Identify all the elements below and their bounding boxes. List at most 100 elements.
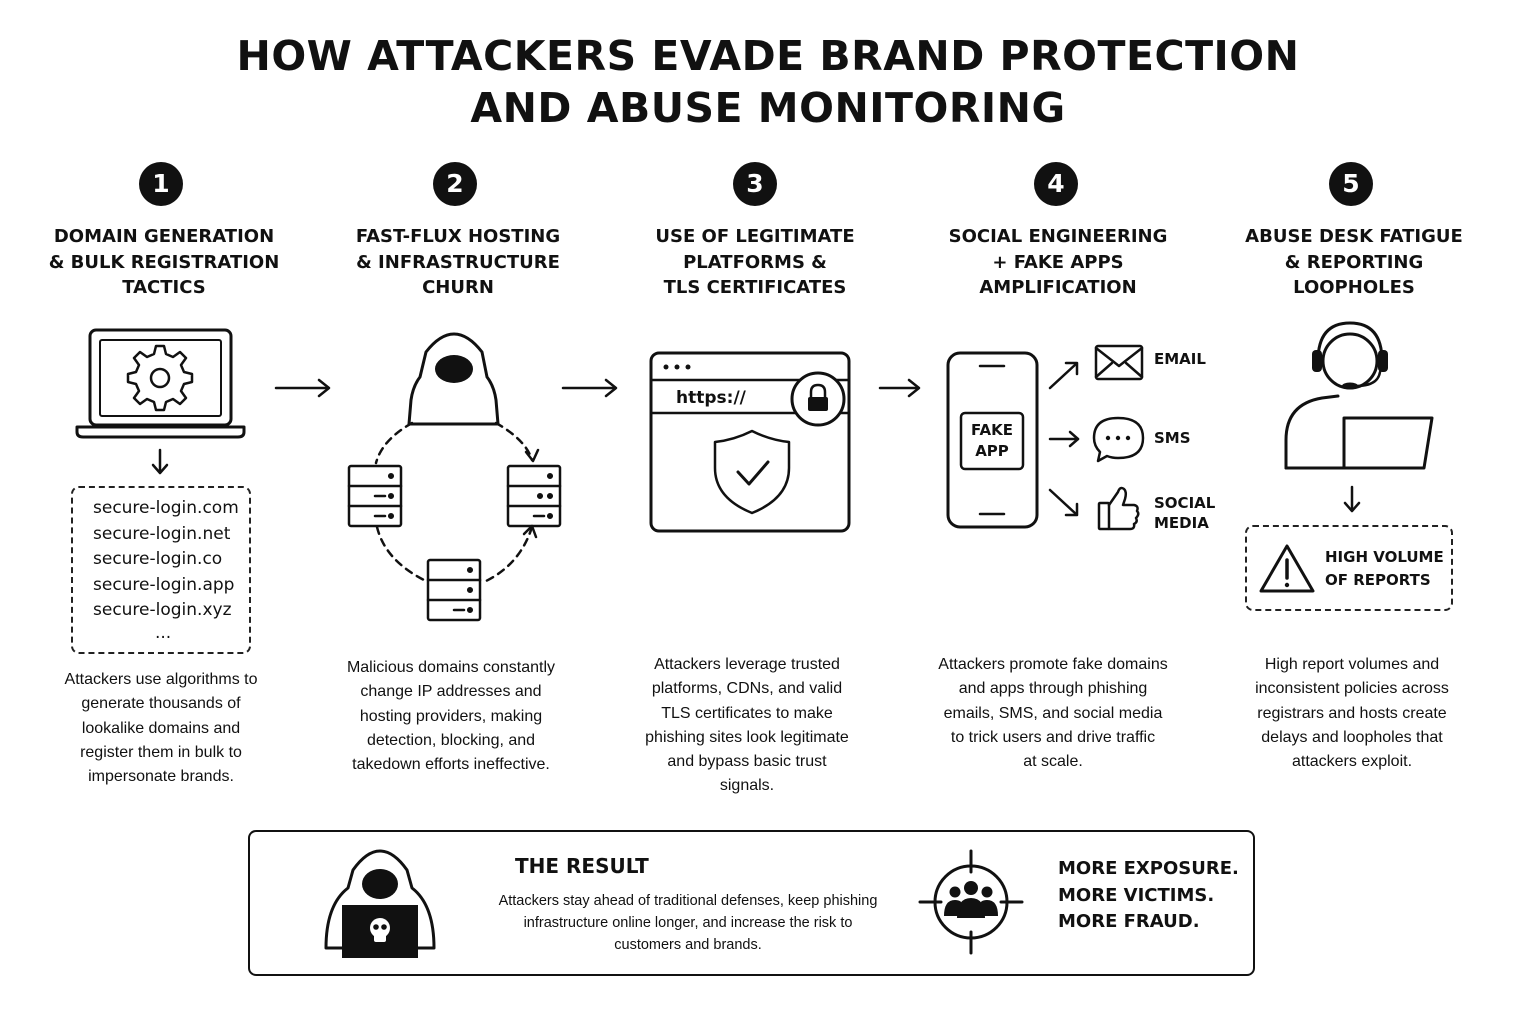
domain-item: secure-login.net bbox=[93, 523, 231, 544]
desc-line: phishing sites look legitimate bbox=[645, 728, 849, 746]
arrow-down-icon bbox=[1343, 485, 1361, 513]
server-icon bbox=[426, 558, 482, 622]
result-desc-line: infrastructure online longer, and increa… bbox=[523, 915, 853, 931]
channel-email-label: EMAIL bbox=[1154, 349, 1206, 369]
title-line-2: AND ABUSE MONITORING bbox=[470, 84, 1066, 132]
step-3-title-line: TLS CERTIFICATES bbox=[663, 277, 847, 298]
fake-app-line: APP bbox=[975, 442, 1009, 460]
server-icon bbox=[506, 464, 562, 528]
chat-bubble-icon bbox=[1092, 416, 1145, 463]
step-3-badge: 3 bbox=[733, 162, 777, 206]
channel-label-text: SOCIAL bbox=[1154, 494, 1216, 512]
support-agent-icon bbox=[1284, 321, 1388, 470]
arrow-right-icon bbox=[274, 378, 331, 398]
thumbs-up-icon bbox=[1097, 486, 1140, 531]
channel-arrows bbox=[1048, 361, 1080, 517]
desc-line: to trick users and drive traffic bbox=[950, 728, 1156, 746]
arrow-right-icon bbox=[878, 378, 921, 398]
warning-triangle-icon bbox=[1259, 544, 1315, 593]
fake-app-label: FAKE APP bbox=[961, 420, 1023, 462]
skull-icon bbox=[370, 918, 390, 942]
domain-item: secure-login.app bbox=[93, 574, 235, 595]
domain-more: ... bbox=[155, 622, 172, 643]
step-2-badge: 2 bbox=[433, 162, 477, 206]
step-4-title: SOCIAL ENGINEERING + FAKE APPS AMPLIFICA… bbox=[918, 224, 1198, 301]
step-5-title-line: LOOPHOLES bbox=[1293, 277, 1415, 298]
step-1-title-line: DOMAIN GENERATION bbox=[53, 226, 275, 247]
channel-label-text: EMAIL bbox=[1154, 350, 1206, 368]
result-panel bbox=[248, 830, 1255, 976]
channel-label-text: MEDIA bbox=[1154, 514, 1209, 532]
desc-line: inconsistent policies across bbox=[1255, 680, 1449, 698]
step-2-description: Malicious domains constantly change IP a… bbox=[321, 656, 581, 777]
result-desc-line: customers and brands. bbox=[614, 937, 762, 953]
desc-line: and bypass basic trust bbox=[667, 753, 827, 771]
step-4-title-line: SOCIAL ENGINEERING bbox=[948, 226, 1168, 247]
desc-line: signals. bbox=[719, 777, 775, 795]
result-title: THE RESULT bbox=[515, 854, 649, 878]
step-3-title-line: PLATFORMS & bbox=[683, 251, 827, 273]
desc-line: platforms, CDNs, and valid bbox=[651, 680, 843, 698]
desc-line: Malicious domains constantly bbox=[346, 659, 556, 676]
step-3-description: Attackers leverage trusted platforms, CD… bbox=[617, 653, 877, 799]
step-5-badge: 5 bbox=[1329, 162, 1373, 206]
desc-line: and apps through phishing bbox=[958, 680, 1148, 698]
desc-line: detection, blocking, and bbox=[366, 731, 536, 749]
result-outcomes: MORE EXPOSURE. MORE VICTIMS. MORE FRAUD. bbox=[1058, 856, 1239, 936]
step-5-title-line: ABUSE DESK FATIGUE bbox=[1245, 226, 1463, 247]
outcome-line: MORE VICTIMS. bbox=[1058, 884, 1215, 906]
result-desc-line: Attackers stay ahead of traditional defe… bbox=[498, 893, 878, 909]
desc-line: change IP addresses and bbox=[360, 683, 542, 701]
step-5-title-line: & REPORTING bbox=[1284, 251, 1424, 273]
step-4-title-line: + FAKE APPS bbox=[992, 251, 1124, 273]
step-2-title-line: & INFRASTRUCTURE bbox=[356, 251, 560, 273]
step-1-title-line: & BULK REGISTRATION bbox=[48, 251, 280, 273]
fast-flux-cycle bbox=[374, 421, 534, 584]
title-line-1: HOW ATTACKERS EVADE BRAND PROTECTION bbox=[236, 32, 1300, 80]
phone-icon bbox=[946, 351, 1039, 529]
desc-line: registrars and hosts create bbox=[1257, 704, 1447, 722]
arrowhead-icon bbox=[524, 448, 540, 463]
arrow-down-icon bbox=[151, 448, 169, 475]
desc-line: lookalike domains and bbox=[81, 719, 241, 737]
desc-line: attackers exploit. bbox=[1291, 753, 1413, 771]
step-1-badge: 1 bbox=[139, 162, 183, 206]
hooded-attacker-icon bbox=[407, 332, 500, 426]
desc-line: Attackers leverage trusted bbox=[654, 656, 840, 673]
step-4-description: Attackers promote fake domains and apps … bbox=[923, 653, 1183, 774]
alert-box bbox=[1245, 525, 1453, 611]
url-text: https:// bbox=[676, 388, 746, 408]
channel-social-label: SOCIAL MEDIA bbox=[1154, 493, 1215, 533]
step-1-title-line: TACTICS bbox=[122, 277, 206, 298]
target-people-icon bbox=[918, 849, 1024, 955]
result-description: Attackers stay ahead of traditional defe… bbox=[470, 890, 906, 956]
channel-sms-label: SMS bbox=[1154, 428, 1191, 448]
desc-line: at scale. bbox=[1023, 753, 1083, 771]
alert-line: OF REPORTS bbox=[1325, 571, 1431, 589]
laptop-icon bbox=[1342, 416, 1434, 470]
desc-line: takedown efforts ineffective. bbox=[352, 756, 550, 774]
outcome-line: MORE FRAUD. bbox=[1058, 911, 1200, 932]
domain-item: secure-login.com bbox=[93, 498, 239, 518]
shield-check-icon bbox=[713, 429, 791, 515]
domain-item: secure-login.co bbox=[93, 549, 223, 569]
arrow-right-icon bbox=[561, 378, 618, 398]
page-title: HOW ATTACKERS EVADE BRAND PROTECTION AND… bbox=[0, 30, 1536, 134]
step-2-title: FAST-FLUX HOSTING & INFRASTRUCTURE CHURN bbox=[318, 224, 598, 301]
desc-line: hosting providers, making bbox=[359, 707, 543, 725]
hacker-laptop-icon bbox=[324, 849, 436, 958]
outcome-line: MORE EXPOSURE. bbox=[1058, 858, 1239, 879]
desc-line: generate thousands of bbox=[81, 695, 241, 713]
desc-line: emails, SMS, and social media bbox=[943, 704, 1163, 722]
server-icon bbox=[347, 464, 403, 528]
step-3-title-line: USE OF LEGITIMATE bbox=[655, 226, 855, 247]
envelope-icon bbox=[1094, 344, 1144, 381]
desc-line: TLS certificates to make bbox=[661, 704, 833, 722]
step-5-title: ABUSE DESK FATIGUE & REPORTING LOOPHOLES bbox=[1214, 224, 1494, 301]
domain-list: secure-login.com secure-login.net secure… bbox=[71, 486, 251, 654]
step-5-description: High report volumes and inconsistent pol… bbox=[1222, 653, 1482, 774]
alert-text: HIGH VOLUME OF REPORTS bbox=[1325, 546, 1444, 592]
step-2-title-line: CHURN bbox=[422, 277, 494, 298]
step-2-title-line: FAST-FLUX HOSTING bbox=[355, 226, 561, 247]
fake-app-line: FAKE bbox=[970, 421, 1013, 439]
